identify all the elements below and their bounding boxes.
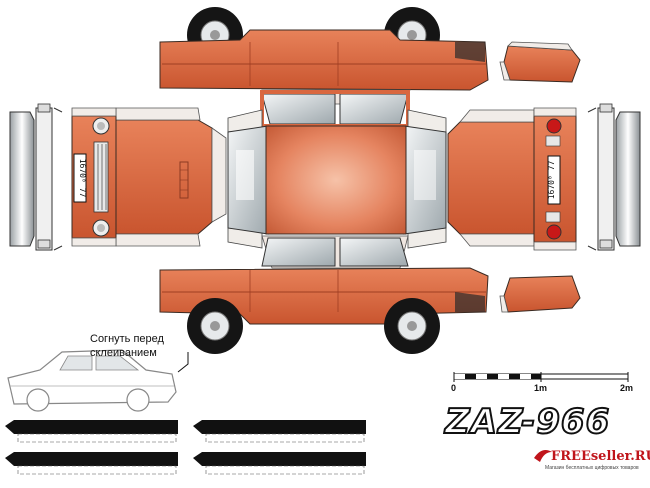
wheel-front-bottom xyxy=(187,298,243,354)
rear-face-panel: 1670⁰ 77 xyxy=(533,107,577,251)
roof-center xyxy=(227,109,447,249)
tire-strip-2 xyxy=(193,420,366,443)
rear-bumper xyxy=(587,103,641,251)
side-panel-top xyxy=(159,7,489,105)
tire-strip-3 xyxy=(5,452,178,475)
scale-bar xyxy=(453,372,629,382)
front-face-panel: 1670⁰ 77 xyxy=(71,107,117,247)
scale-tick-2m: 2m xyxy=(620,383,634,393)
brand-tagline: Магазин бесплатных цифровых товаров xyxy=(545,465,639,471)
model-logo: ZAZ-966 xyxy=(444,401,611,443)
side-panel-bottom xyxy=(159,267,489,354)
brand-name: FREEseller.RU xyxy=(551,449,650,464)
bend-instruction-line1: Согнуть перед xyxy=(90,333,164,345)
bend-instruction-line2: склеиванием xyxy=(90,347,157,359)
rear-plate-text: 1670⁰ 77 xyxy=(547,161,556,200)
tire-strip-1 xyxy=(5,420,178,443)
bend-instruction: Согнуть перед склеиванием xyxy=(90,332,200,360)
wheel-rear-bottom xyxy=(384,298,440,354)
assembled-car-sketch xyxy=(7,349,189,412)
air-intake-top xyxy=(499,41,581,83)
side-windows-top xyxy=(260,90,410,128)
front-hood-panel xyxy=(115,107,227,247)
scale-tick-1m: 1m xyxy=(534,383,548,393)
rear-deck-panel xyxy=(447,109,535,247)
front-bumper xyxy=(9,103,63,251)
scale-tick-0: 0 xyxy=(451,383,457,393)
side-windows-bottom xyxy=(261,235,409,269)
brand-logo-icon xyxy=(534,450,552,462)
front-plate-text: 1670⁰ 77 xyxy=(78,159,87,198)
air-intake-bottom xyxy=(499,275,581,313)
tire-strip-4 xyxy=(193,452,366,475)
